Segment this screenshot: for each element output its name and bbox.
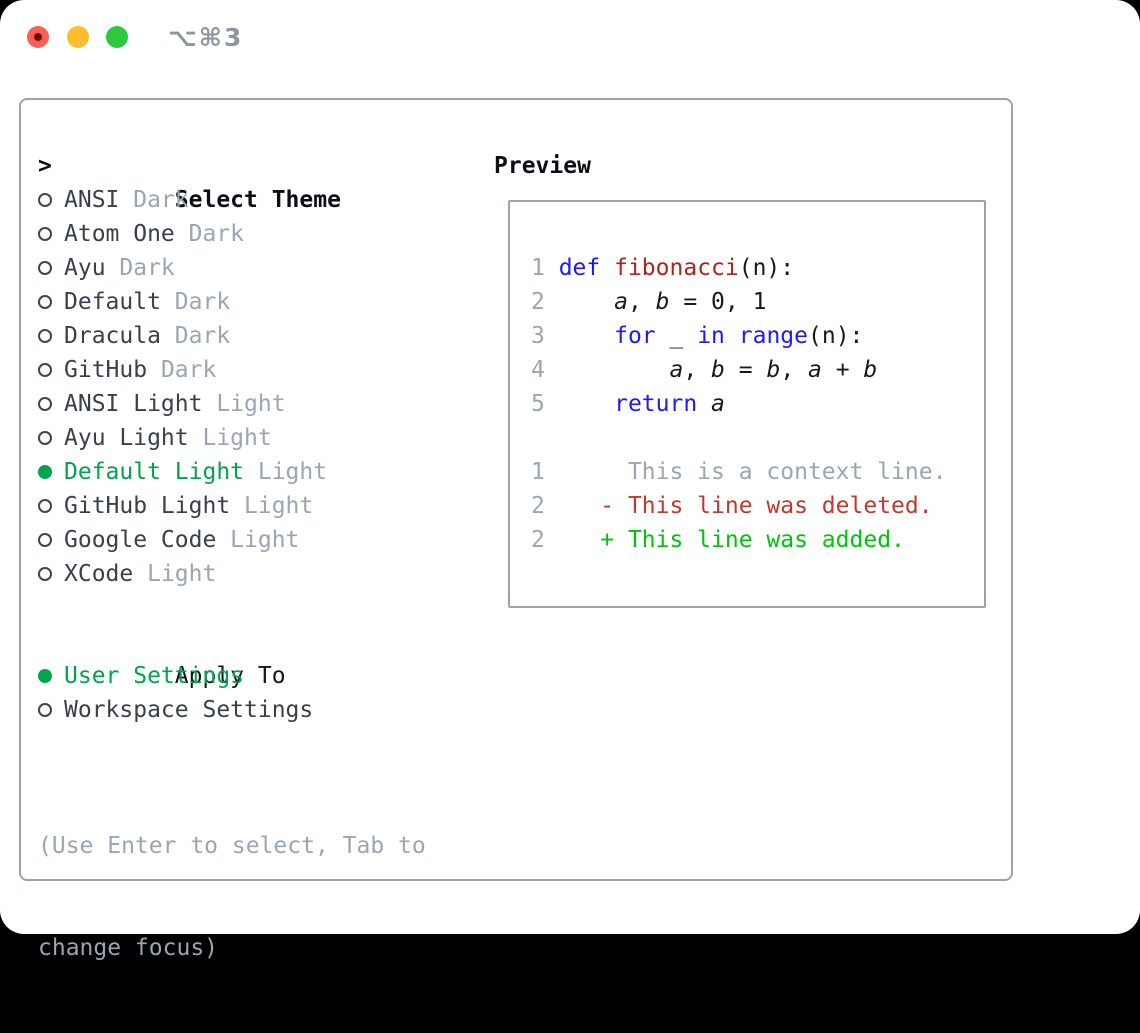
code-line: 5 return a — [531, 387, 946, 421]
option-variant-label: Dark — [189, 221, 244, 247]
option-label: Ayu — [64, 255, 106, 281]
theme-option-dracula[interactable]: Dracula Dark — [38, 319, 426, 353]
theme-option-atom-one[interactable]: Atom One Dark — [38, 217, 426, 251]
radio-icon — [38, 295, 52, 309]
option-variant-label: Light — [244, 493, 313, 519]
theme-option-ayu-light[interactable]: Ayu Light Light — [38, 421, 426, 455]
option-variant-label: Light — [216, 391, 285, 417]
radio-selected-icon — [38, 465, 52, 479]
option-label: ANSI — [64, 187, 119, 213]
zoom-button[interactable] — [106, 26, 128, 48]
radio-selected-icon — [38, 669, 52, 683]
radio-icon — [38, 227, 52, 241]
line-number: 2 — [531, 527, 559, 553]
option-label: XCode — [64, 561, 133, 587]
option-variant-label: Dark — [175, 323, 230, 349]
line-number: 4 — [531, 357, 559, 383]
radio-icon — [38, 499, 52, 513]
radio-icon — [38, 397, 52, 411]
option-variant-label: Light — [202, 425, 271, 451]
code-line: 3 for _ in range(n): — [531, 319, 946, 353]
option-variant-label: Light — [258, 459, 327, 485]
apply-to-header: Apply To — [38, 625, 426, 659]
option-label: Dracula — [64, 323, 161, 349]
option-label: Ayu Light — [64, 425, 189, 451]
option-label: ANSI Light — [64, 391, 202, 417]
spacer — [531, 421, 946, 455]
spacer — [38, 727, 426, 761]
hint-line-2: change focus) — [38, 931, 426, 965]
theme-option-github-light[interactable]: GitHub Light Light — [38, 489, 426, 523]
radio-icon — [38, 703, 52, 717]
line-number: 1 — [531, 459, 559, 485]
theme-option-default[interactable]: Default Dark — [38, 285, 426, 319]
radio-icon — [38, 261, 52, 275]
hint-text: (Use Enter to select, Tab to change focu… — [38, 761, 426, 1033]
option-variant-label: Light — [147, 561, 216, 587]
apply-option-user-settings[interactable]: User Settings — [38, 659, 426, 693]
option-variant-label: Light — [230, 527, 299, 553]
cursor-marker-icon: > — [38, 149, 52, 183]
theme-option-ansi-light[interactable]: ANSI Light Light — [38, 387, 426, 421]
theme-option-ayu[interactable]: Ayu Dark — [38, 251, 426, 285]
theme-option-github[interactable]: GitHub Dark — [38, 353, 426, 387]
radio-icon — [38, 431, 52, 445]
option-variant-label: Dark — [133, 187, 188, 213]
radio-icon — [38, 533, 52, 547]
line-number: 1 — [531, 255, 559, 281]
radio-icon — [38, 363, 52, 377]
line-number: 2 — [531, 289, 559, 315]
hint-line-1: (Use Enter to select, Tab to — [38, 829, 426, 863]
spacer — [38, 591, 426, 625]
theme-option-xcode[interactable]: XCode Light — [38, 557, 426, 591]
option-label: GitHub — [64, 357, 147, 383]
code-line: 1 def fibonacci(n): — [531, 251, 946, 285]
option-variant-label: Dark — [175, 289, 230, 315]
option-label: Atom One — [64, 221, 175, 247]
diff-line: 2 + This line was added. — [531, 523, 946, 557]
option-label: Default — [64, 289, 161, 315]
preview-title: Preview — [494, 149, 591, 183]
code-line: 2 a, b = 0, 1 — [531, 285, 946, 319]
line-number: 3 — [531, 323, 559, 349]
line-number: 5 — [531, 391, 559, 417]
window-title: ⌥⌘3 — [168, 22, 243, 54]
theme-option-default-light[interactable]: Default Light Light — [38, 455, 426, 489]
option-label: Google Code — [64, 527, 216, 553]
diff-line: 1 This is a context line. — [531, 455, 946, 489]
code-line: 4 a, b = b, a + b — [531, 353, 946, 387]
option-label: User Settings — [64, 663, 244, 689]
line-number: 2 — [531, 493, 559, 519]
theme-option-ansi[interactable]: ANSI Dark — [38, 183, 426, 217]
option-variant-label: Dark — [119, 255, 174, 281]
option-variant-label: Dark — [161, 357, 216, 383]
option-label: Default Light — [64, 459, 244, 485]
apply-option-workspace-settings[interactable]: Workspace Settings — [38, 693, 426, 727]
diff-line: 2 - This line was deleted. — [531, 489, 946, 523]
theme-option-google-code[interactable]: Google Code Light — [38, 523, 426, 557]
option-label: GitHub Light — [64, 493, 230, 519]
radio-icon — [38, 193, 52, 207]
unsaved-dot-icon — [34, 33, 42, 41]
minimize-button[interactable] — [67, 26, 89, 48]
radio-icon — [38, 329, 52, 343]
select-theme-header: >Select Theme — [38, 149, 426, 183]
option-label: Workspace Settings — [64, 697, 313, 723]
close-button[interactable] — [27, 26, 49, 48]
radio-icon — [38, 567, 52, 581]
